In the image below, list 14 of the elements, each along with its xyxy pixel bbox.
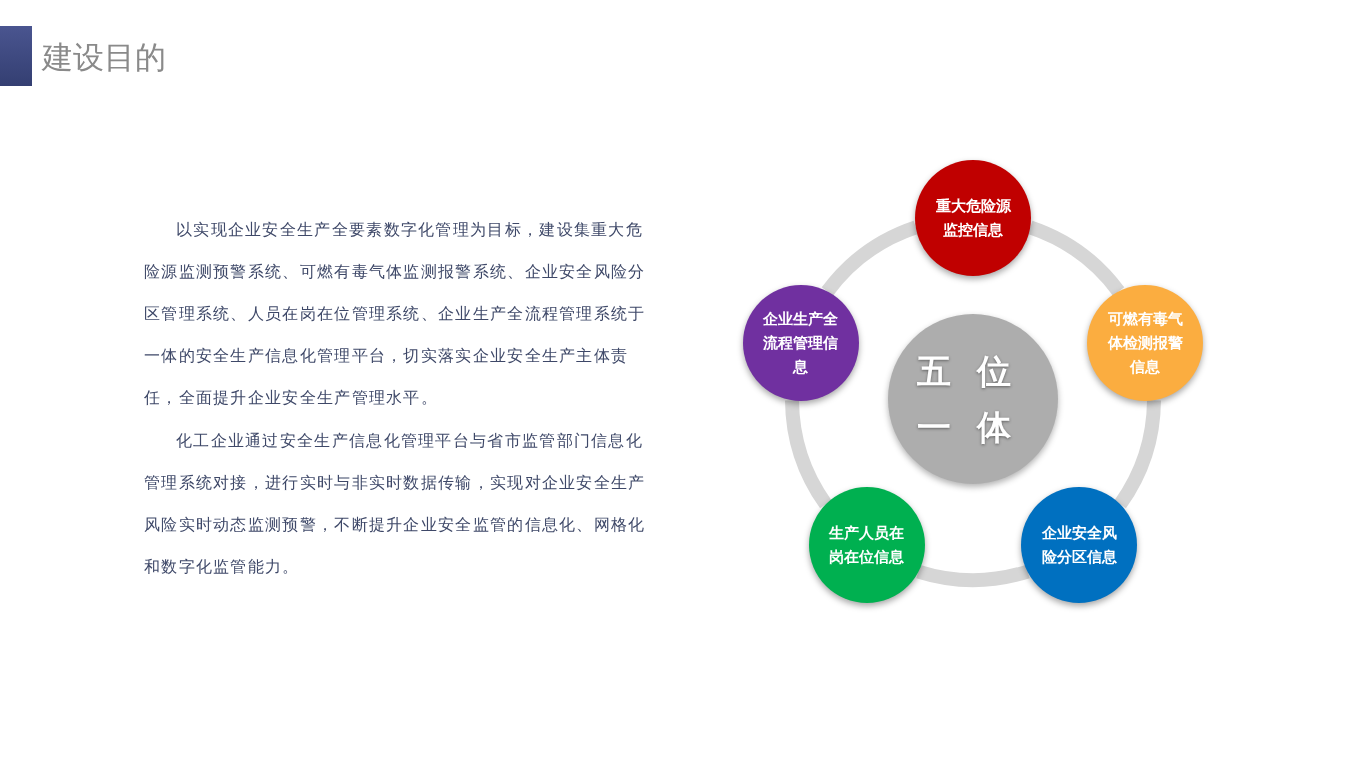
circle-label: 企业安全风险分区信息: [1040, 523, 1118, 568]
paragraph: 化工企业通过安全生产信息化管理平台与省市监管部门信息化管理系统对接，进行实时与非实时数据传输，实现对企业安全生产风险实时动态监测预警，不断提升企业安全监管的信息化、网格化和数字化监管能力。: [144, 431, 647, 577]
ring-arc: [1114, 399, 1161, 508]
center-label: 五位一体: [916, 351, 1038, 448]
ring-arc: [785, 399, 832, 508]
title: 建设目的: [42, 39, 166, 77]
paragraph: 以实现企业安全生产全要素数字化管理为目标，建设集重大危险源监测预警系统、可燃有毒气体监测报警系统、企业安全风险分区管理系统、人员在岗在位管理系统、企业生产全流程管理系统于一体的安全生产信息化管理平台，切实落实企业安全生产主体责任，全面提升企业安全生产管理水平。: [144, 220, 647, 408]
circle-label: 重大危险源监控信息: [934, 196, 1012, 240]
circle-label: 企业生产全流程管理信息: [762, 309, 840, 378]
ring-arc: [916, 564, 1030, 587]
ring-arc: [1027, 220, 1124, 296]
ring-arc: [822, 220, 919, 296]
circle-label: 生产人员在岗在位信息: [827, 523, 906, 568]
circle-label: 可燃有毒气体检测报警信息: [1106, 309, 1184, 378]
